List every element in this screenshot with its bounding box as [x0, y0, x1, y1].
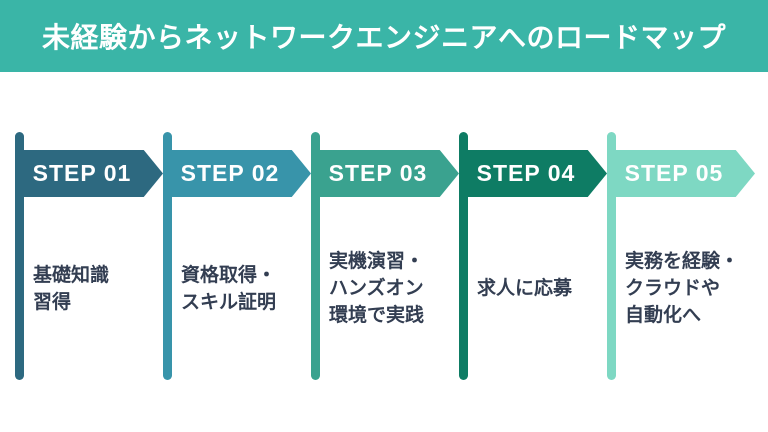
step-05-description: 実務を経験・ クラウドや 自動化へ [625, 251, 740, 326]
step-03: STEP 03 実機演習・ ハンズオン 環境で実践 [311, 132, 459, 380]
step-05-arrow: STEP 05 [607, 150, 755, 197]
step-04-description: 求人に応募 [477, 278, 573, 299]
step-04-description-area: 求人に応募 [477, 197, 605, 380]
header-banner: 未経験からネットワークエンジニアへのロードマップ [0, 0, 768, 72]
step-03-description-area: 実機演習・ ハンズオン 環境で実践 [329, 197, 457, 380]
step-02-pole [163, 132, 172, 380]
page-title: 未経験からネットワークエンジニアへのロードマップ [41, 22, 726, 53]
step-02-label: STEP 02 [180, 160, 280, 186]
step-01-arrow: STEP 01 [15, 150, 163, 197]
step-01-description: 基礎知識 習得 [33, 264, 110, 313]
step-02-description-area: 資格取得・ スキル証明 [181, 197, 309, 380]
step-04-label: STEP 04 [476, 160, 576, 186]
step-02-arrow: STEP 02 [163, 150, 311, 197]
step-04-arrow: STEP 04 [459, 150, 607, 197]
step-01: STEP 01 基礎知識 習得 [15, 132, 163, 380]
step-04: STEP 04 求人に応募 [459, 132, 607, 380]
step-04-pole [459, 132, 468, 380]
step-03-arrow: STEP 03 [311, 150, 459, 197]
steps-roadmap: STEP 01 基礎知識 習得 STEP 02 資格取得・ スキル証明 STEP… [15, 132, 755, 380]
step-03-pole [311, 132, 320, 380]
step-05-description-area: 実務を経験・ クラウドや 自動化へ [625, 197, 753, 380]
step-01-label: STEP 01 [32, 160, 132, 186]
step-05-label: STEP 05 [624, 160, 724, 186]
step-02: STEP 02 資格取得・ スキル証明 [163, 132, 311, 380]
step-03-label: STEP 03 [328, 160, 428, 186]
step-02-description: 資格取得・ スキル証明 [181, 264, 277, 313]
step-05-pole [607, 132, 616, 380]
step-05: STEP 05 実務を経験・ クラウドや 自動化へ [607, 132, 755, 380]
step-03-description: 実機演習・ ハンズオン 環境で実践 [329, 251, 425, 326]
step-01-pole [15, 132, 24, 380]
step-01-description-area: 基礎知識 習得 [33, 197, 161, 380]
